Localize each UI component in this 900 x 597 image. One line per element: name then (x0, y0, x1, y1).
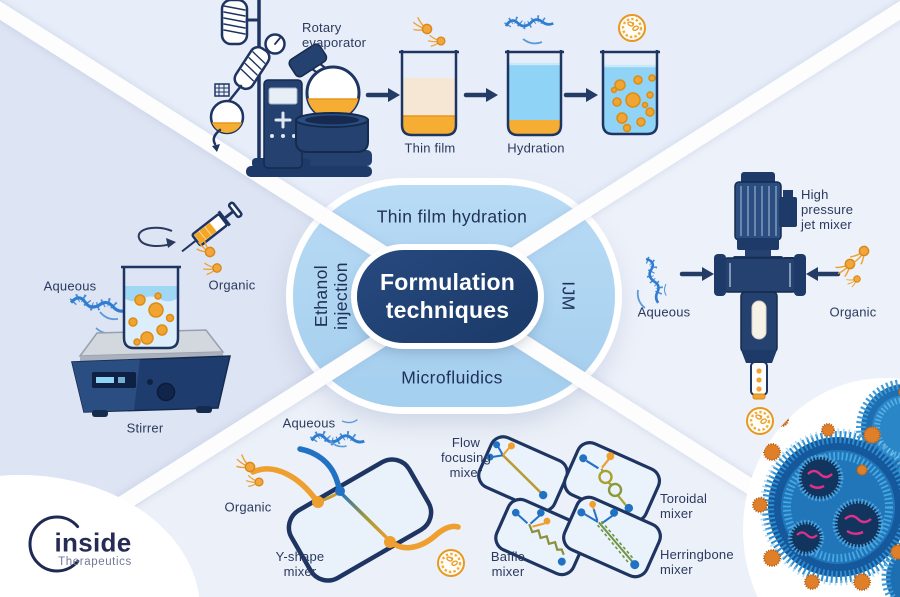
hydration-label: Hydration (507, 140, 565, 156)
rotary-evaporator-label: Rotary evaporator (302, 20, 367, 50)
organic-label-right: Organic (829, 304, 877, 320)
logo-brand: inside (54, 527, 132, 558)
flow-focusing-mixer-label: Flow focusing mixer (440, 434, 492, 480)
center-pill-inner: Formulation techniques (357, 250, 538, 343)
baffle-mixer-label: Baffle mixer (490, 549, 526, 579)
y-shape-mixer-label: Y-shape mixer (275, 549, 325, 579)
aqueous-label-right: Aqueous (637, 304, 691, 320)
organic-label-left: Organic (208, 277, 256, 293)
thin-film-label: Thin film (404, 140, 456, 156)
aqueous-label-bottom: Aqueous (282, 415, 336, 431)
aqueous-label-left: Aqueous (43, 278, 97, 294)
stirrer-label: Stirrer (126, 420, 164, 436)
diagram-title: Formulation techniques (379, 268, 516, 323)
section-ijm: IJM (558, 281, 579, 311)
toroidal-mixer-label: Toroidal mixer (660, 491, 708, 521)
section-ethanol-injection: Ethanol injection (310, 262, 351, 330)
section-thin-film-hydration: Thin film hydration (376, 206, 528, 227)
jet-mixer-label: High pressure jet mixer (801, 187, 854, 232)
section-microfluidics: Microfluidics (401, 367, 503, 388)
organic-label-bottom: Organic (224, 499, 272, 515)
herringbone-mixer-label: Herringbone mixer (660, 547, 734, 577)
logo-tagline: Therapeutics (58, 556, 132, 568)
